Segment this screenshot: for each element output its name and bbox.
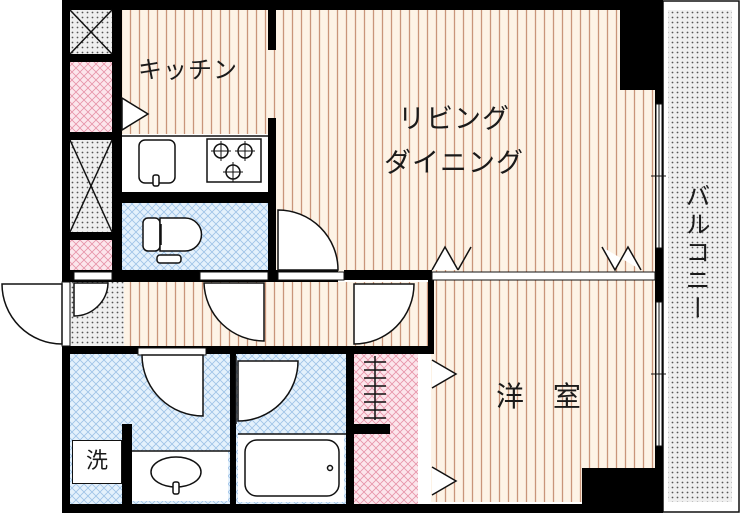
balcony-floor bbox=[668, 10, 732, 502]
walls bbox=[62, 0, 663, 513]
kitchen-pantry-door bbox=[121, 96, 150, 132]
doors bbox=[1, 209, 415, 424]
kitchen-sink bbox=[138, 139, 176, 187]
living-dining-floor bbox=[272, 10, 658, 272]
ldk-folding-door-right bbox=[601, 245, 642, 272]
storage-x-marks bbox=[69, 9, 113, 233]
pink-closet-lower bbox=[70, 240, 112, 270]
closet-hanger-rod bbox=[364, 356, 386, 420]
shoe-closet-door bbox=[73, 282, 109, 317]
living-dining-label: リビング ダイニング bbox=[384, 98, 524, 186]
closet-folding-door-bottom bbox=[431, 466, 458, 496]
washbasin bbox=[132, 450, 230, 501]
bathtub bbox=[238, 433, 346, 502]
toilet bbox=[142, 217, 203, 264]
western-room-floor bbox=[431, 280, 658, 502]
washing-machine-label: 洗 bbox=[72, 440, 122, 484]
toilet-door bbox=[277, 209, 339, 271]
bathroom-door bbox=[237, 360, 299, 422]
entrance-door bbox=[1, 283, 63, 345]
washroom-door bbox=[141, 354, 204, 417]
living-label: リビング bbox=[398, 104, 510, 135]
western-room-label: 洋 室 bbox=[496, 380, 591, 413]
gas-stove bbox=[206, 138, 262, 183]
closet-folding-door-top bbox=[431, 359, 458, 389]
western-room-door bbox=[353, 283, 415, 345]
dining-label: ダイニング bbox=[384, 148, 524, 179]
balcony-windows bbox=[651, 103, 666, 447]
folding-doors bbox=[121, 96, 642, 496]
balcony-label: バルコニー bbox=[682, 183, 711, 323]
kitchen-label: キッチン bbox=[138, 56, 238, 84]
ldk-door-left bbox=[203, 282, 265, 342]
pink-closet-top bbox=[70, 62, 112, 132]
ldk-folding-door-left bbox=[431, 245, 472, 271]
